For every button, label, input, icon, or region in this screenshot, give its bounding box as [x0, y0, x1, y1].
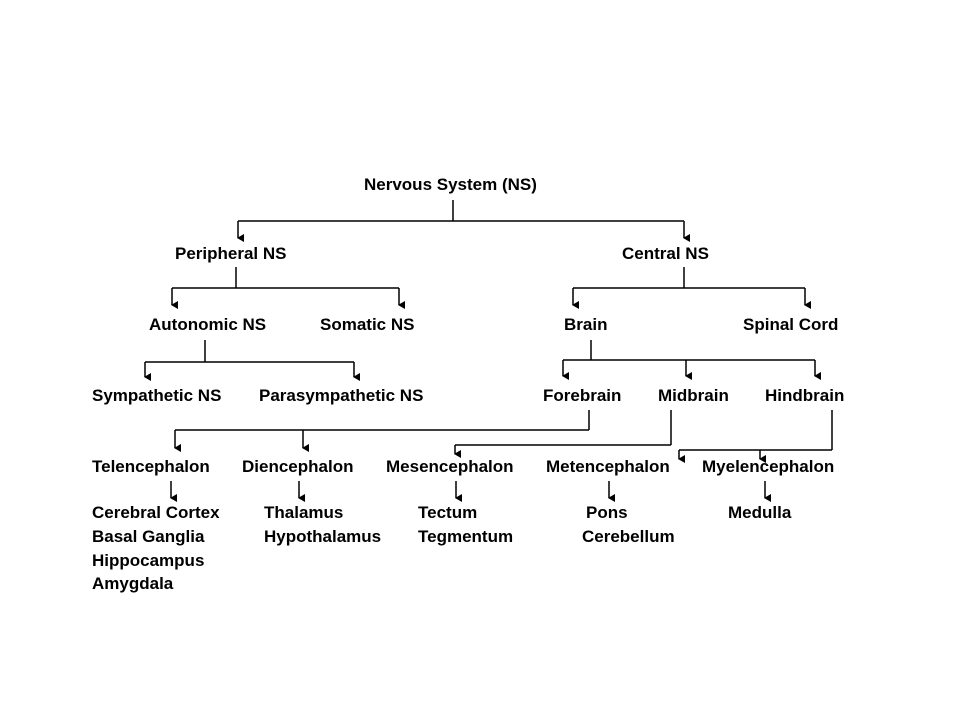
structure-thalamus: Thalamus — [264, 503, 344, 522]
node-mesencephalon: Mesencephalon — [386, 457, 514, 476]
node-forebrain: Forebrain — [543, 386, 622, 405]
structure-hypothalamus: Hypothalamus — [264, 527, 382, 546]
node-autonomic-ns: Autonomic NS — [149, 315, 267, 334]
node-brain: Brain — [564, 315, 608, 334]
node-midbrain: Midbrain — [658, 386, 729, 405]
node-telencephalon: Telencephalon — [92, 457, 210, 476]
structure-cerebellum: Cerebellum — [582, 527, 675, 546]
structure-medulla: Medulla — [728, 503, 792, 522]
node-metencephalon: Metencephalon — [546, 457, 670, 476]
node-hindbrain: Hindbrain — [765, 386, 845, 405]
structure-pons: Pons — [586, 503, 628, 522]
structure-basal-ganglia: Basal Ganglia — [92, 527, 205, 546]
node-parasympathetic-ns: Parasympathetic NS — [259, 386, 424, 405]
node-diencephalon: Diencephalon — [242, 457, 354, 476]
connector-group — [144, 200, 833, 502]
node-spinal-cord: Spinal Cord — [743, 315, 839, 334]
structure-cerebral-cortex: Cerebral Cortex — [92, 503, 220, 522]
structure-amygdala: Amygdala — [92, 574, 174, 593]
structure-tegmentum: Tegmentum — [418, 527, 514, 546]
node-central-ns: Central NS — [622, 244, 709, 263]
structure-tectum: Tectum — [418, 503, 478, 522]
node-peripheral-ns: Peripheral NS — [175, 244, 287, 263]
node-nervous-system: Nervous System (NS) — [364, 175, 537, 194]
node-somatic-ns: Somatic NS — [320, 315, 415, 334]
structure-hippocampus: Hippocampus — [92, 551, 205, 570]
node-sympathetic-ns: Sympathetic NS — [92, 386, 222, 405]
node-myelencephalon: Myelencephalon — [702, 457, 835, 476]
